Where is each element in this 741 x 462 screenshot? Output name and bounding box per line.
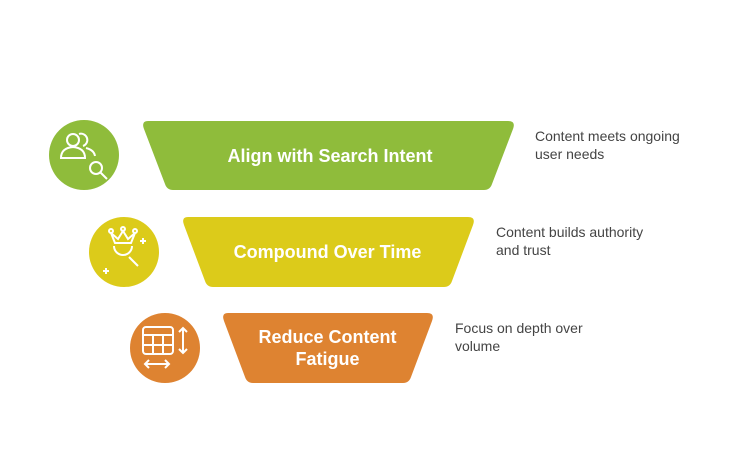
- level-2-title: Compound Over Time: [233, 242, 422, 262]
- funnel-level-1: [143, 121, 514, 190]
- funnel-level-3: [223, 313, 433, 383]
- table-resize-icon: [130, 313, 200, 383]
- level-2-description: Content builds authority and trust: [496, 224, 644, 258]
- crown-search-icon: [89, 217, 159, 287]
- level-3-description: Focus on depth over volume: [455, 320, 583, 354]
- level-1-title: Align with Search Intent: [227, 145, 433, 166]
- users-search-icon: [49, 120, 119, 190]
- level-1-description: Content meets ongoing user needs: [535, 128, 680, 162]
- funnel-level-2: [183, 217, 474, 287]
- level-3-title: Reduce Content Fatigue: [258, 327, 397, 369]
